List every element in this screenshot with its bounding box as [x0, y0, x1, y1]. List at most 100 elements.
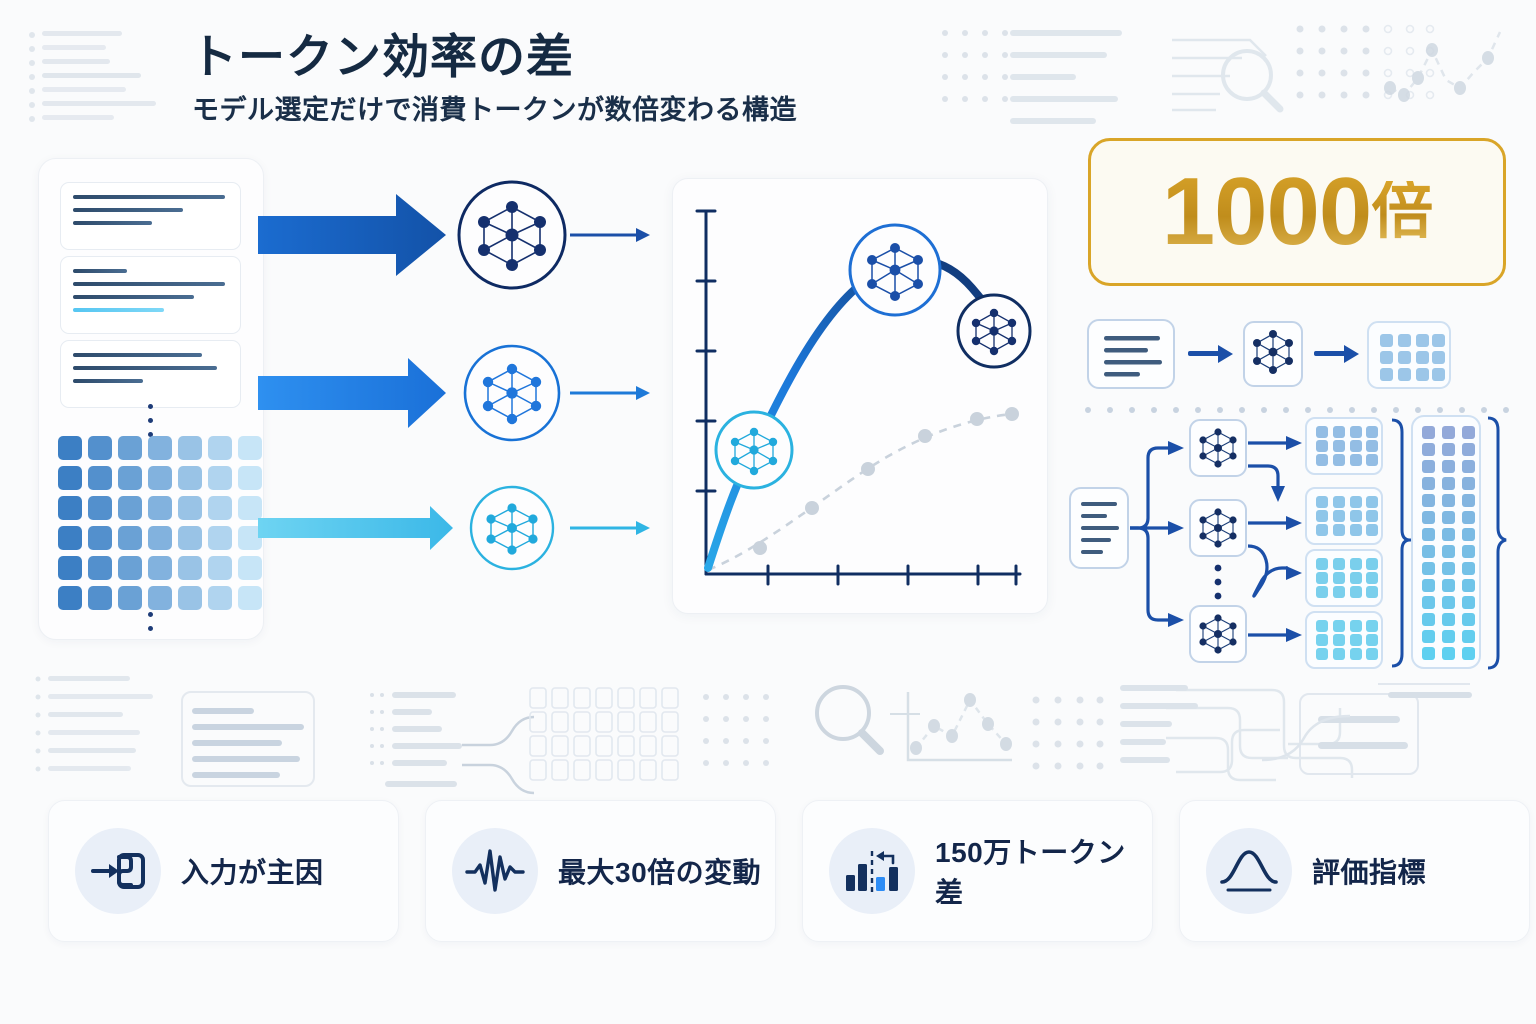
- waveform-icon: [452, 828, 538, 914]
- token-cell: [238, 526, 262, 550]
- token-cell: [118, 436, 142, 460]
- aggregate-token-cell: [1442, 460, 1455, 473]
- summary-card-token-gap[interactable]: 150万トークン差: [802, 800, 1153, 942]
- aggregate-token-cell: [1422, 562, 1435, 575]
- token-cell: [118, 586, 142, 610]
- aggregate-token-cell: [1422, 528, 1435, 541]
- branch-token-grid-3: [1305, 549, 1383, 607]
- summary-card-metric[interactable]: 評価指標: [1179, 800, 1530, 942]
- token-cell: [58, 556, 82, 580]
- aggregate-token-cell: [1462, 562, 1475, 575]
- aggregate-token-cell: [1442, 443, 1455, 456]
- aggregate-token-cell: [1422, 426, 1435, 439]
- input-token-grid: [58, 436, 262, 610]
- summary-card-variance[interactable]: 最大30倍の変動: [425, 800, 776, 942]
- token-cell: [238, 466, 262, 490]
- model-node-small: [469, 485, 555, 571]
- token-cell: [238, 556, 262, 580]
- document-card-2: [60, 256, 241, 334]
- aggregate-token-cell: [1442, 494, 1455, 507]
- token-cell: [58, 496, 82, 520]
- badge-value: 1000: [1161, 158, 1373, 265]
- aggregate-token-cell: [1422, 477, 1435, 490]
- token-cell: [148, 586, 172, 610]
- token-cell: [238, 436, 262, 460]
- token-cell: [148, 436, 172, 460]
- aggregate-token-cell: [1422, 579, 1435, 592]
- bell-curve-icon: [1206, 828, 1292, 914]
- token-cell: [88, 526, 112, 550]
- flow-arrow-small: [258, 506, 453, 550]
- token-cell: [208, 526, 232, 550]
- aggregate-token-cell: [1422, 494, 1435, 507]
- aggregate-token-cell: [1462, 545, 1475, 558]
- summary-cards: 入力が主因 最大30倍の変動: [48, 800, 1530, 942]
- token-cell: [148, 556, 172, 580]
- summary-card-label: 150万トークン差: [935, 837, 1126, 908]
- branch-output-arrows: [1247, 441, 1288, 637]
- aggregate-token-cell: [1442, 647, 1455, 660]
- aggregate-token-cell: [1462, 426, 1475, 439]
- aggregate-token-cell: [1462, 613, 1475, 626]
- pipeline-token-grid-icon: [1367, 321, 1451, 389]
- token-cell: [88, 436, 112, 460]
- token-cell: [148, 526, 172, 550]
- page-subtitle: モデル選定だけで消費トークンが数倍変わる構造: [192, 95, 797, 125]
- token-cell: [88, 586, 112, 610]
- token-cell: [88, 496, 112, 520]
- aggregate-token-cell: [1462, 460, 1475, 473]
- aggregate-token-cell: [1442, 477, 1455, 490]
- aggregate-token-cell: [1462, 596, 1475, 609]
- aggregate-arrowhead: [1422, 534, 1436, 546]
- summary-card-input-cause[interactable]: 入力が主因: [48, 800, 399, 942]
- aggregate-token-cell: [1422, 596, 1435, 609]
- token-cell: [58, 466, 82, 490]
- aggregate-token-cell: [1422, 460, 1435, 473]
- branch-token-grid-4: [1305, 611, 1383, 669]
- token-cell: [178, 526, 202, 550]
- branch-fanout-arrows: [1130, 446, 1170, 622]
- single-pass-pipeline: [1085, 319, 1509, 413]
- token-cell: [208, 466, 232, 490]
- aggregate-token-cell: [1442, 630, 1455, 643]
- aggregate-token-cell: [1462, 494, 1475, 507]
- ellipsis-dots-upper: [148, 404, 153, 437]
- model-node-large: [457, 180, 567, 290]
- ellipsis-dots-lower: [148, 612, 153, 631]
- aggregate-token-cell: [1462, 511, 1475, 524]
- token-cell: [178, 496, 202, 520]
- token-cell: [208, 436, 232, 460]
- aggregate-token-cell: [1442, 596, 1455, 609]
- output-arrow-small: [570, 521, 650, 535]
- summary-card-label: 評価指標: [1312, 857, 1427, 888]
- aggregate-token-cell: [1442, 426, 1455, 439]
- token-cell: [178, 466, 202, 490]
- token-cell: [118, 466, 142, 490]
- efficiency-chart-panel: [672, 178, 1048, 614]
- summary-card-label: 最大30倍の変動: [558, 857, 762, 888]
- multiplier-badge: 1000 倍: [1088, 138, 1506, 286]
- document-card-1: [60, 182, 241, 250]
- flow-arrow-large: [258, 194, 446, 276]
- token-cell: [88, 466, 112, 490]
- aggregate-token-cell: [1422, 613, 1435, 626]
- page-title: トークン効率の差: [190, 30, 574, 83]
- section-divider: [1085, 407, 1509, 413]
- aggregate-token-cell: [1462, 443, 1475, 456]
- branch-model-node-2: [1189, 499, 1247, 557]
- aggregate-token-cell: [1462, 579, 1475, 592]
- branch-source-document-icon: [1069, 487, 1129, 569]
- aggregate-token-cell: [1422, 630, 1435, 643]
- badge-suffix: 倍: [1371, 177, 1433, 246]
- aggregate-token-cell: [1462, 647, 1475, 660]
- output-arrow-large: [570, 228, 650, 242]
- aggregate-token-cell: [1442, 545, 1455, 558]
- token-cell: [178, 556, 202, 580]
- aggregate-token-cell: [1462, 528, 1475, 541]
- pipeline-model-node-icon: [1243, 321, 1303, 387]
- flow-arrow-medium: [258, 358, 446, 428]
- branch-fanout-arrowheads: [1168, 441, 1184, 627]
- aggregate-token-cell: [1422, 511, 1435, 524]
- aggregate-token-cell: [1442, 511, 1455, 524]
- aggregate-token-cell: [1442, 528, 1455, 541]
